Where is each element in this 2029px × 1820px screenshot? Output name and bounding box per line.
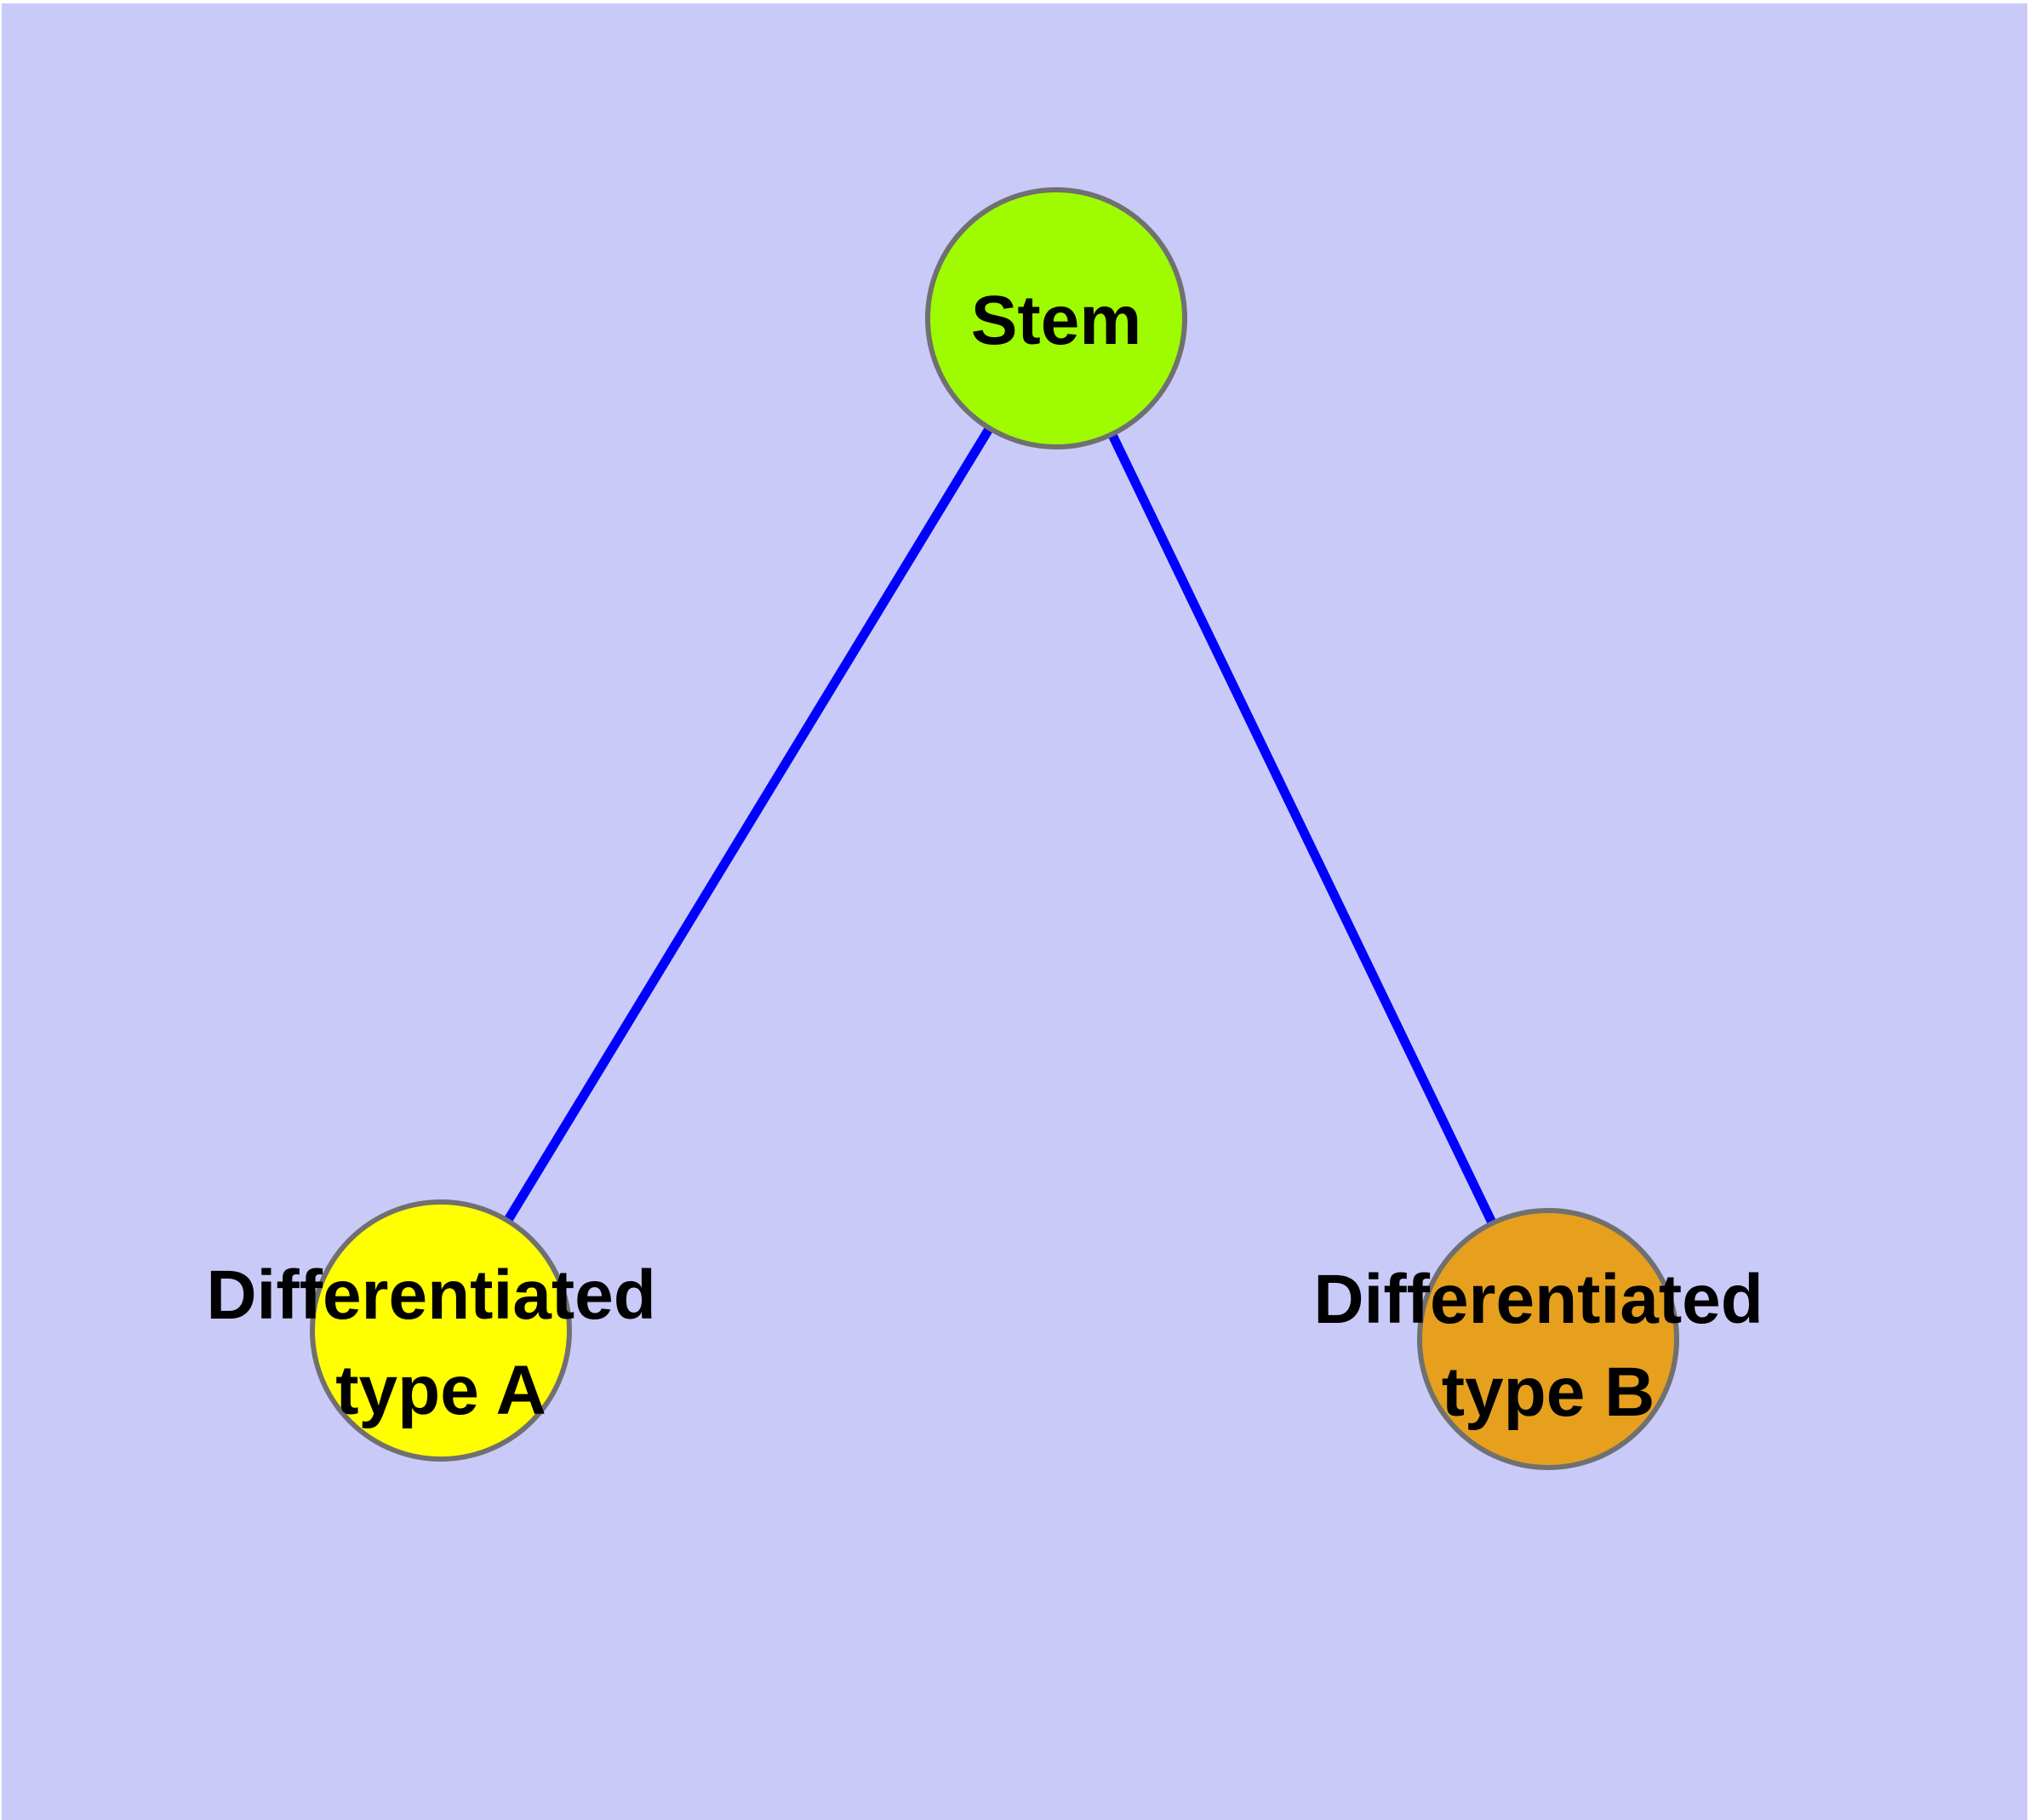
edge-stem-to-type-a[interactable]	[437, 316, 1060, 1333]
node-type-a-label: Differentiated type A	[206, 1256, 675, 1429]
node-type-b-label-line1: Differentiated	[1313, 1261, 1763, 1338]
node-stem[interactable]	[925, 187, 1187, 449]
edge-stem-to-type-b[interactable]	[1052, 316, 1552, 1342]
node-type-b-label-line2: type B	[1442, 1354, 1655, 1431]
node-type-b-label: Differentiated type B	[1313, 1261, 1782, 1431]
node-type-a-label-line2: type A	[335, 1352, 546, 1429]
node-type-b[interactable]	[1417, 1208, 1679, 1470]
node-type-a[interactable]	[310, 1199, 572, 1462]
node-stem-label: Stem	[971, 282, 1142, 359]
node-type-a-label-line1: Differentiated	[206, 1256, 656, 1334]
